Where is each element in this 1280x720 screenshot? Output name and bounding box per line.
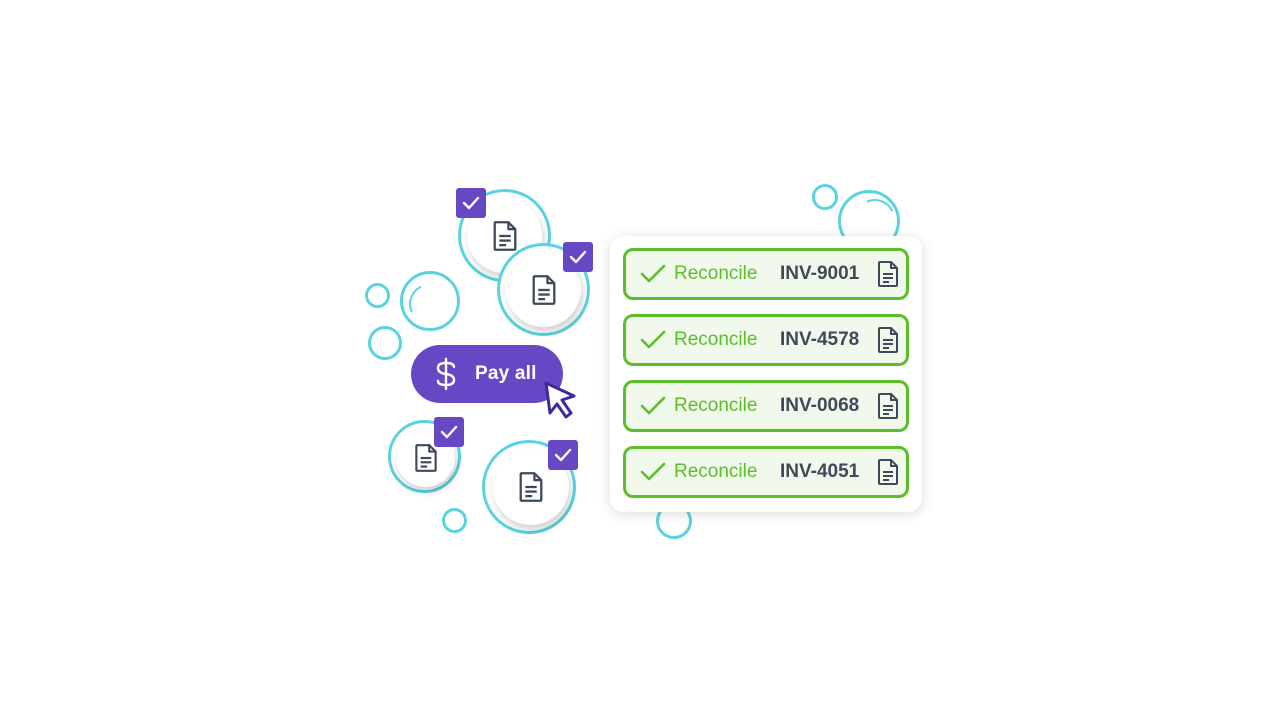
document-bubble [482,440,576,534]
pay-all-label: Pay all [475,363,537,384]
check-badge [456,188,486,218]
document-icon [532,274,555,305]
mouse-pointer-icon [544,381,576,419]
bubble-ring [368,326,402,360]
reconcile-row[interactable]: Reconcile INV-4578 [623,314,909,366]
invoice-number: INV-4578 [780,329,860,350]
check-badge [434,417,464,447]
checkmark-icon [640,462,666,481]
checkmark-icon [640,264,666,283]
pay-all-button[interactable]: Pay all [411,345,563,403]
check-badge [563,242,593,272]
document-icon [878,261,898,287]
bubble-ring [442,508,467,533]
document-icon [878,327,898,353]
reconcile-row[interactable]: Reconcile INV-4051 [623,446,909,498]
reconcile-card: Reconcile INV-9001 Reconcile INV-4578 [610,236,922,512]
checkmark-icon [554,448,572,462]
document-icon [878,459,898,485]
reconcile-row[interactable]: Reconcile INV-0068 [623,380,909,432]
checkmark-icon [569,250,587,264]
document-icon [414,443,437,472]
invoice-number: INV-4051 [780,461,860,482]
document-icon [519,472,543,502]
invoice-number: INV-9001 [780,263,860,284]
dollar-icon [436,357,456,391]
reconcile-row[interactable]: Reconcile INV-9001 [623,248,909,300]
reconcile-label: Reconcile [674,263,758,284]
bubble-ring [365,283,390,308]
checkmark-icon [640,396,666,415]
bubble-ring [812,184,838,210]
checkmark-icon [440,425,458,439]
checkmark-icon [462,196,480,210]
check-badge [548,440,578,470]
invoice-number: INV-0068 [780,395,860,416]
document-icon [493,220,516,251]
bubble-ring [400,271,460,331]
checkmark-icon [640,330,666,349]
reconcile-label: Reconcile [674,395,758,416]
reconcile-label: Reconcile [674,329,758,350]
document-icon [878,393,898,419]
reconcile-label: Reconcile [674,461,758,482]
